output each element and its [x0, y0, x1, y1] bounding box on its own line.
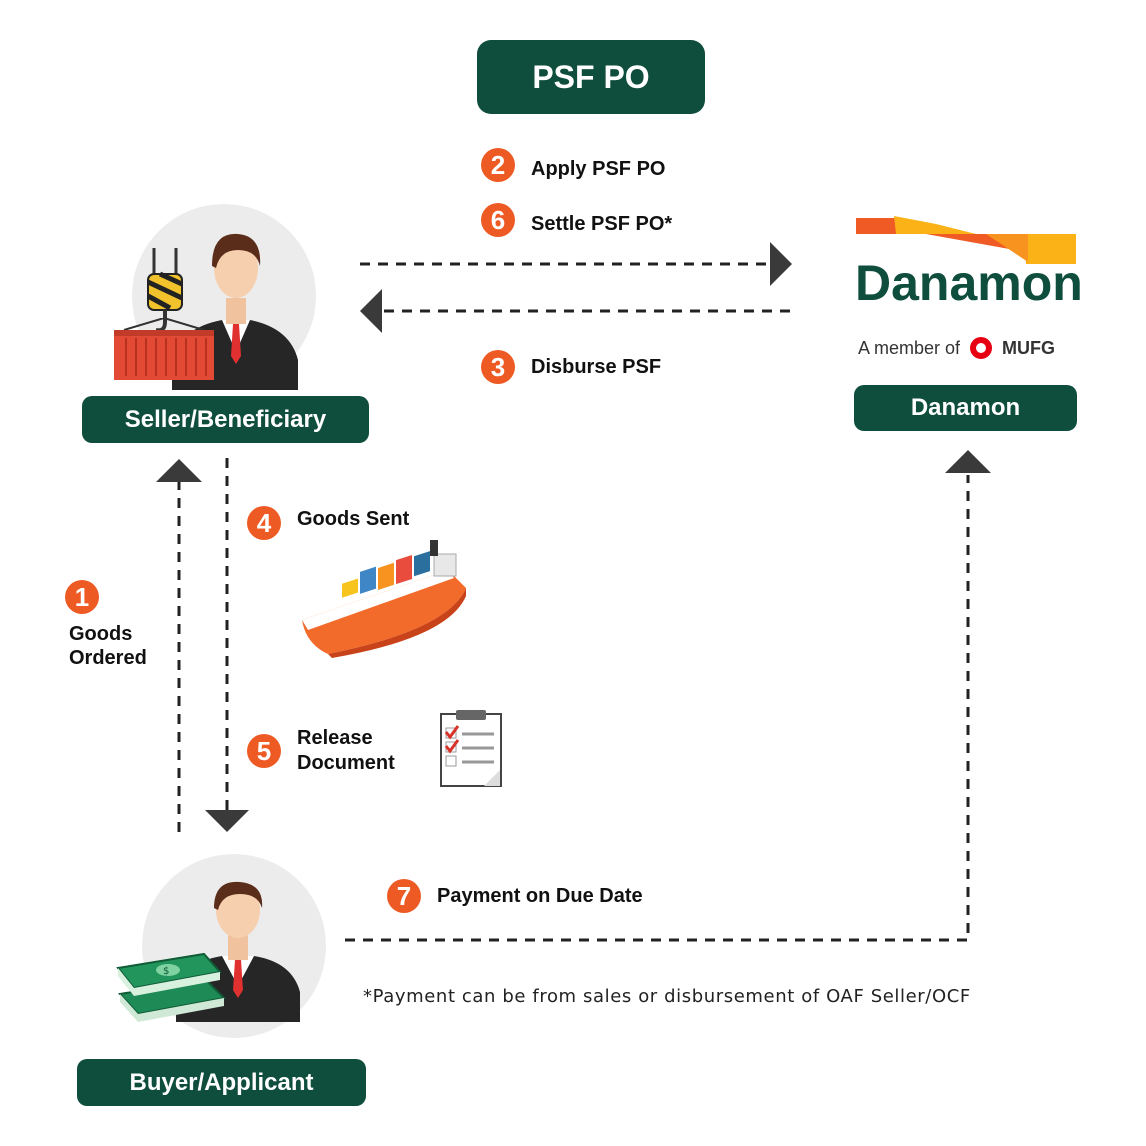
step-5-label-line1: Release: [297, 727, 373, 749]
step-1-label-line1: Goods: [69, 623, 133, 645]
step-6: 6 Settle PSF PO*: [481, 203, 672, 237]
money-stack-icon: $: [116, 952, 227, 1022]
arrowhead-up-bank: [945, 450, 991, 473]
step-1-label-line2: Ordered: [69, 647, 147, 669]
step-1-badge: 1: [65, 580, 99, 614]
mufg-member-line: A member of MUFG: [858, 336, 1055, 360]
member-text: A member of: [858, 337, 961, 358]
step-7: 7 Payment on Due Date: [387, 879, 643, 913]
arrowhead-left: [360, 289, 382, 333]
footnote: *Payment can be from sales or disburseme…: [363, 986, 971, 1007]
svg-text:$: $: [163, 966, 169, 977]
cargo-ship-icon: [302, 540, 466, 658]
buyer-label: Buyer/Applicant: [77, 1059, 366, 1106]
danamon-logo-stripes: [856, 216, 1076, 264]
mufg-logo-icon: [970, 337, 993, 359]
step-1: 1 Goods Ordered: [65, 580, 147, 670]
page-title: PSF PO: [477, 40, 705, 114]
arrowhead-right: [770, 242, 792, 286]
step-4-badge: 4: [247, 506, 281, 540]
danamon-wordmark: Danamon: [855, 255, 1083, 311]
seller-label: Seller/Beneficiary: [82, 396, 369, 443]
arrowhead-down-buyer: [205, 810, 249, 832]
step-6-label: Settle PSF PO*: [531, 212, 673, 235]
step-7-badge: 7: [387, 879, 421, 913]
arrow-buyer-to-bank: [345, 475, 970, 942]
step-3-badge: 3: [481, 350, 515, 384]
step-5: 5 Release Document: [247, 726, 395, 776]
bank-label: Danamon: [854, 385, 1077, 431]
step-2-label: Apply PSF PO: [531, 157, 666, 180]
step-4: 4 Goods Sent: [247, 506, 409, 540]
step-2: 2 Apply PSF PO: [481, 148, 665, 182]
step-3: 3 Disburse PSF: [481, 350, 661, 384]
step-2-badge: 2: [481, 148, 515, 182]
cargo-container-icon: [114, 318, 214, 380]
step-4-label: Goods Sent: [297, 507, 410, 530]
step-6-badge: 6: [481, 203, 515, 237]
step-5-label-line2: Document: [297, 752, 395, 774]
arrowhead-up-seller: [156, 459, 202, 482]
checklist-clipboard-icon: [440, 710, 502, 787]
step-5-badge: 5: [247, 734, 281, 768]
mufg-text: MUFG: [1002, 337, 1056, 358]
step-3-label: Disburse PSF: [531, 355, 662, 378]
step-7-label: Payment on Due Date: [437, 884, 643, 907]
